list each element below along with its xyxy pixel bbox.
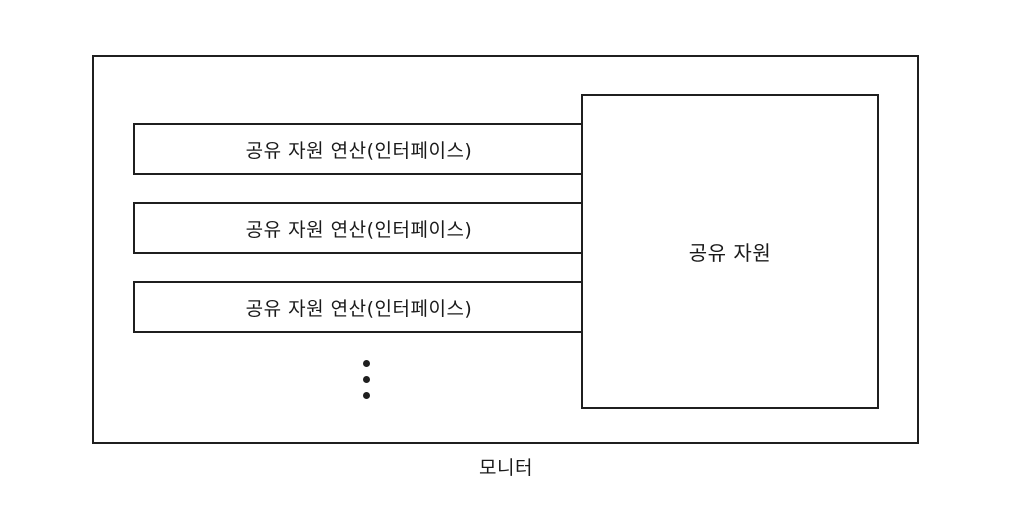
shared-resource-label: 공유 자원 — [688, 241, 772, 265]
operation-label: 공유 자원 연산(인터페이스) — [245, 297, 473, 320]
monitor-boundary — [92, 55, 919, 444]
operation-label: 공유 자원 연산(인터페이스) — [245, 218, 473, 241]
shared-resource-operation-3: 공유 자원 연산(인터페이스) — [133, 281, 603, 333]
ellipsis-dot — [363, 360, 370, 367]
monitor-label: 모니터 — [479, 457, 533, 479]
ellipsis-dot — [363, 376, 370, 383]
shared-resource-box: 공유 자원 — [581, 94, 879, 409]
operation-label: 공유 자원 연산(인터페이스) — [245, 139, 473, 162]
ellipsis-dot — [363, 392, 370, 399]
shared-resource-operation-1: 공유 자원 연산(인터페이스) — [133, 123, 603, 175]
shared-resource-operation-2: 공유 자원 연산(인터페이스) — [133, 202, 603, 254]
